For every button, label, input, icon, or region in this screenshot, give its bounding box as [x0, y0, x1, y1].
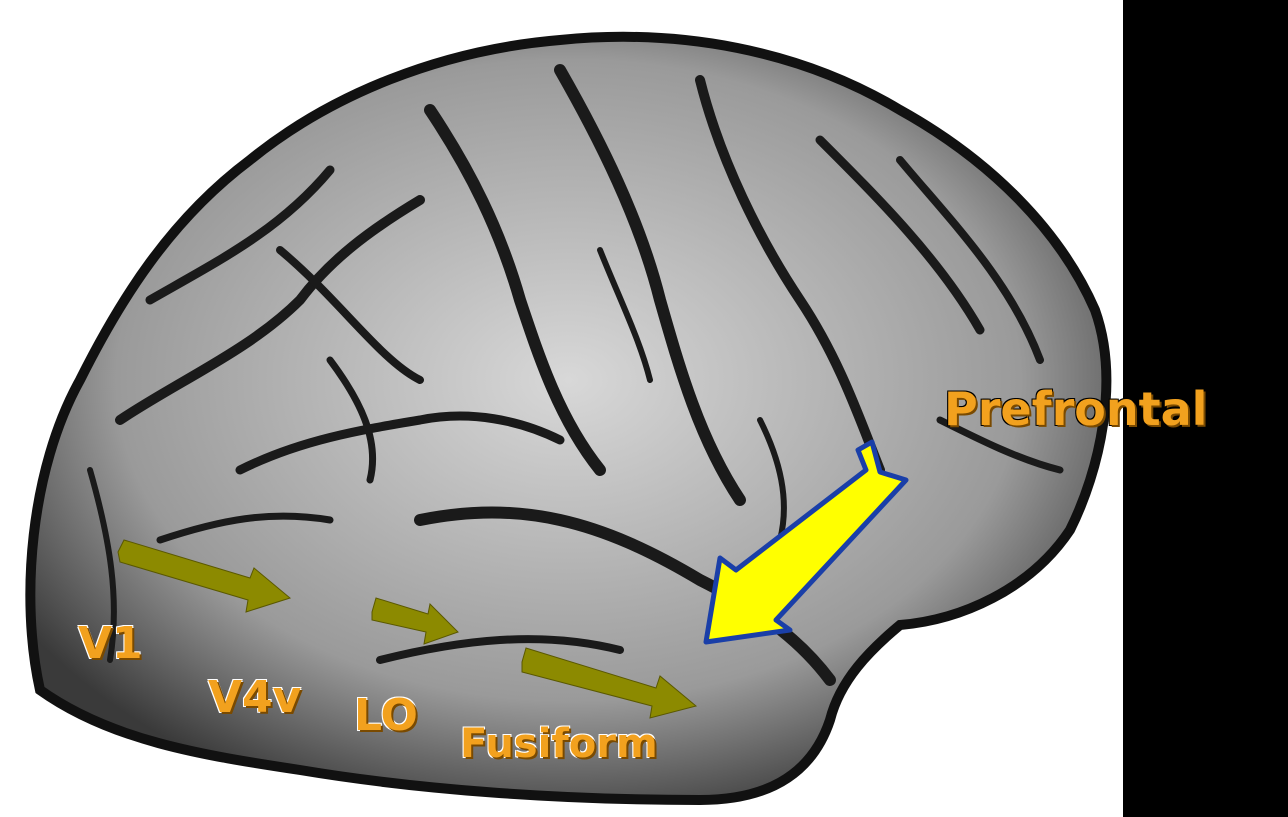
- label-prefrontal: Prefrontal: [944, 386, 1207, 432]
- label-lo: LO: [354, 694, 418, 738]
- label-v1: V1: [78, 622, 143, 666]
- label-fusiform: Fusiform: [460, 724, 658, 764]
- label-v4v: V4v: [208, 676, 301, 720]
